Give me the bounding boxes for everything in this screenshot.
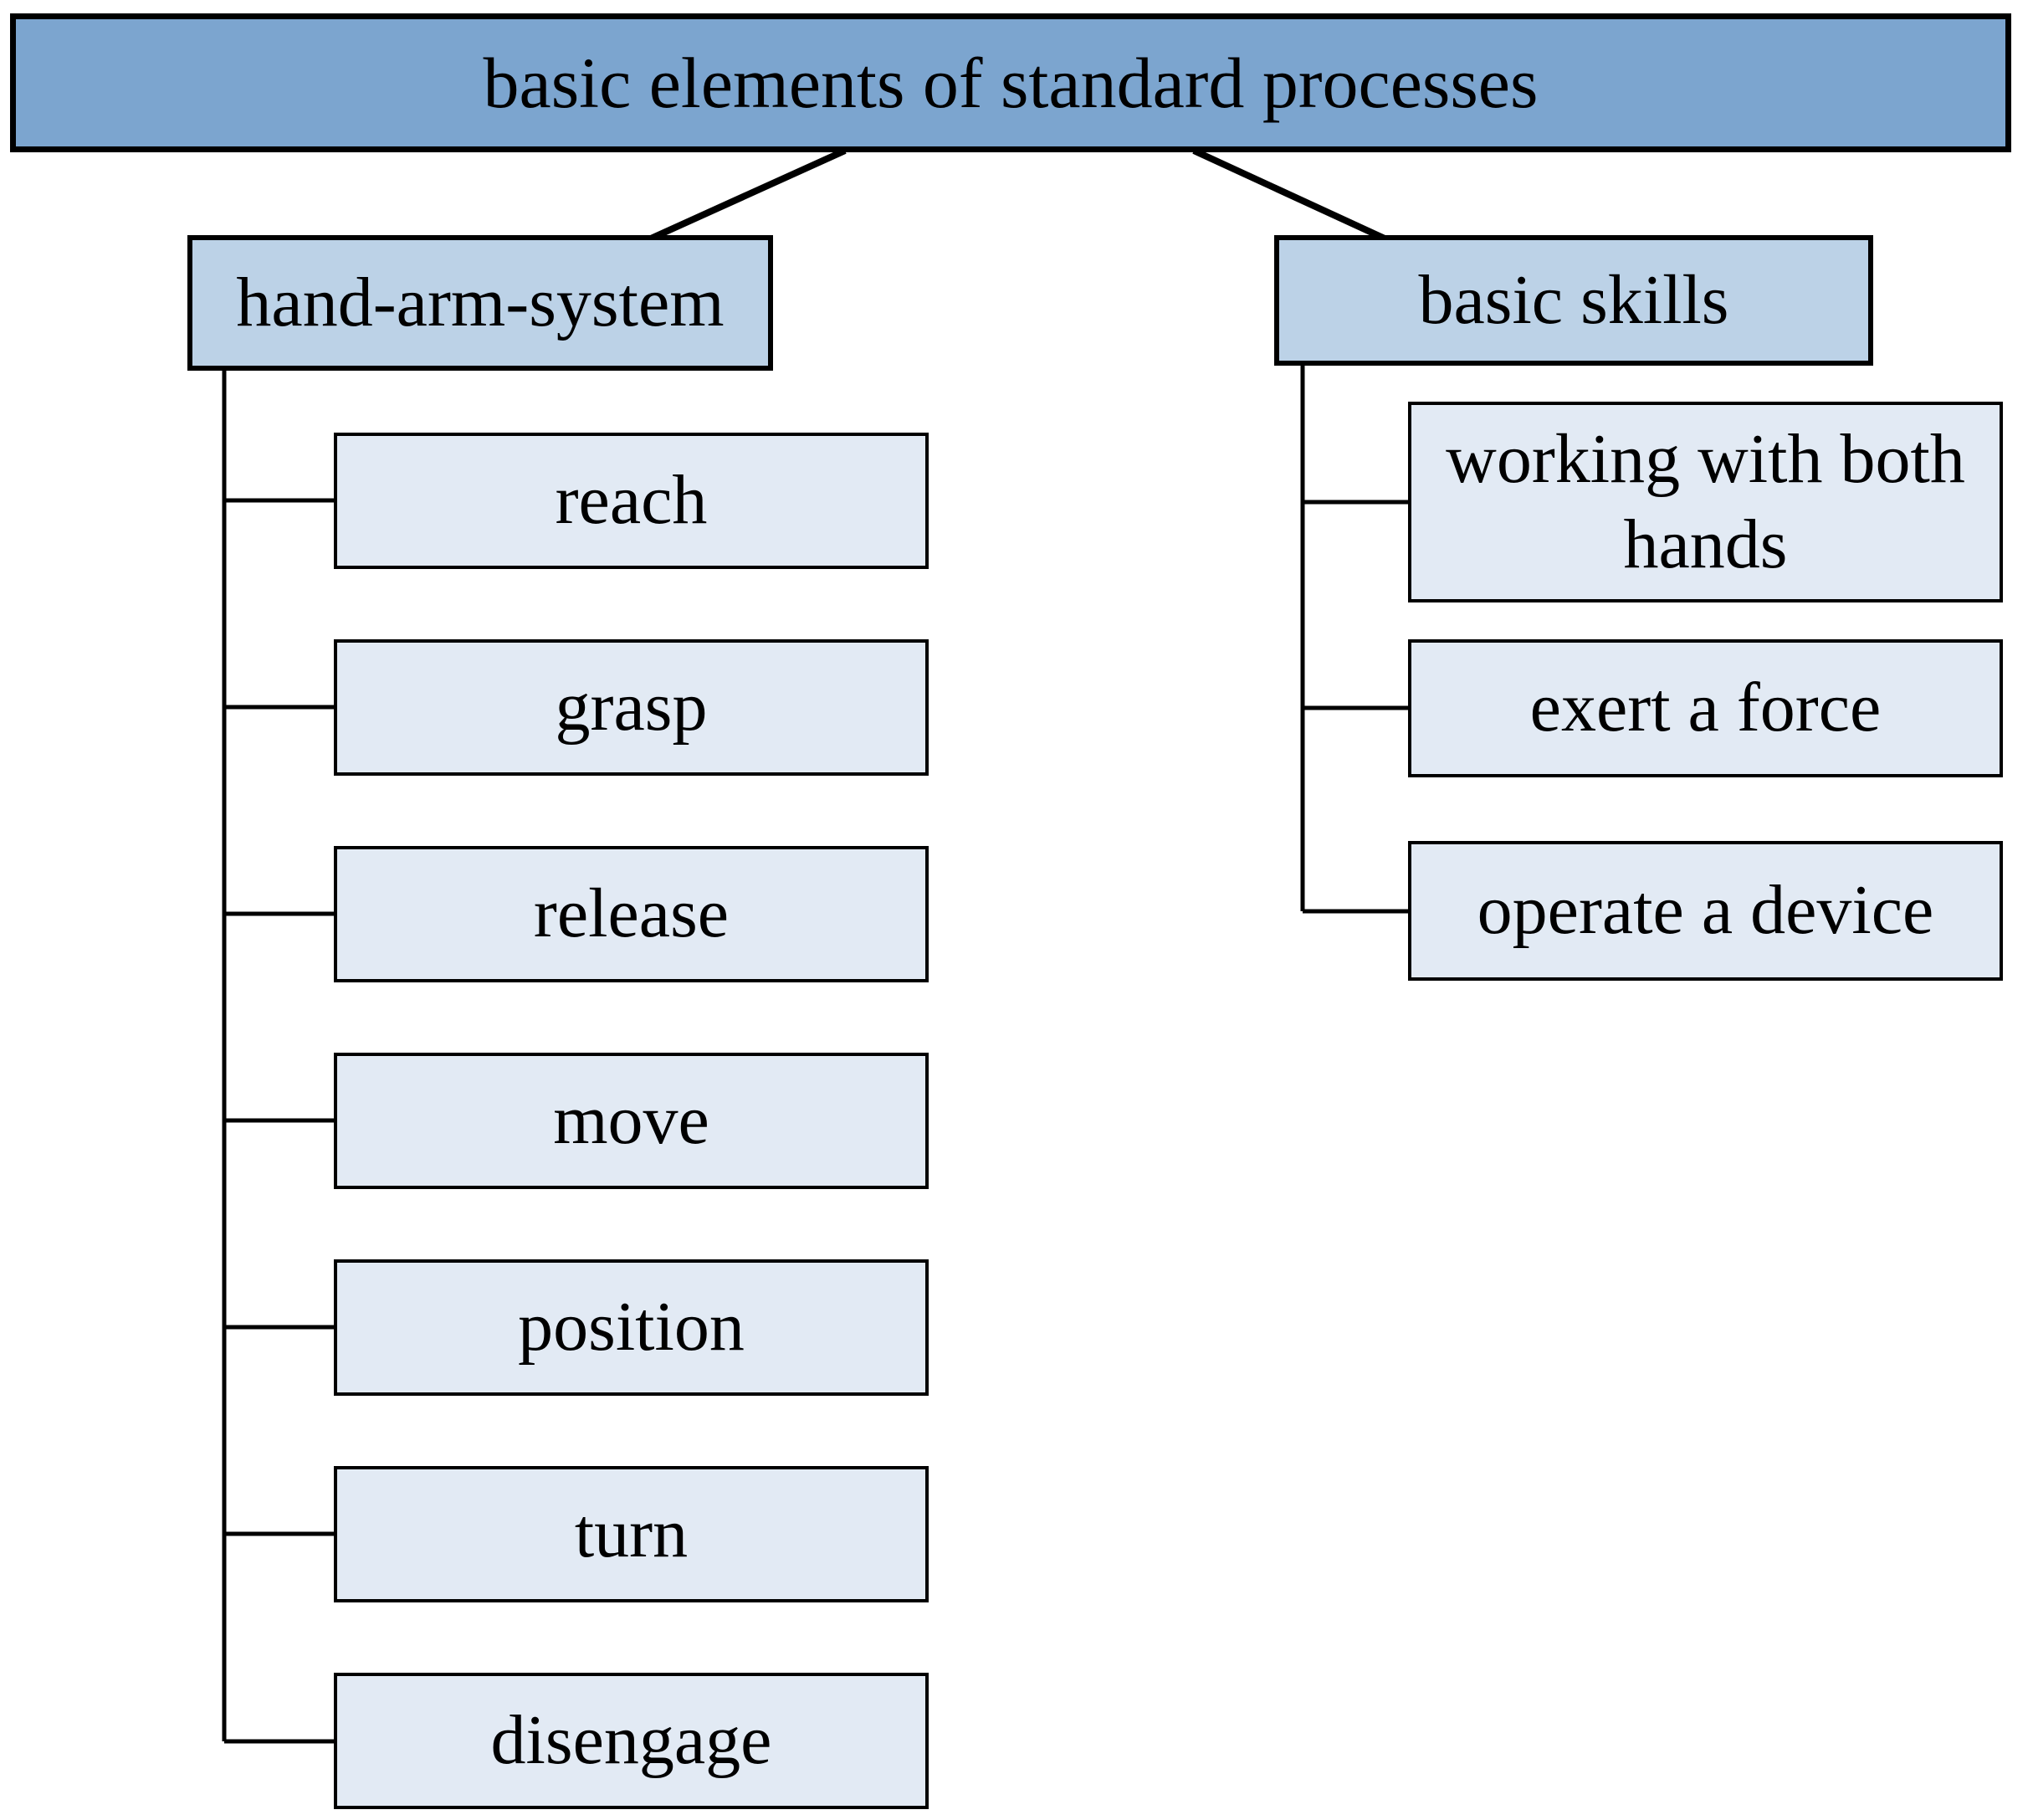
- node-grasp-label: grasp: [555, 668, 708, 746]
- node-operate-a-device-label: operate a device: [1477, 871, 1934, 950]
- node-move-label: move: [553, 1081, 709, 1160]
- node-hand-arm-system-label: hand-arm-system: [236, 263, 725, 341]
- node-hand-arm-system: hand-arm-system: [187, 235, 773, 371]
- node-grasp: grasp: [334, 639, 929, 776]
- node-move: move: [334, 1053, 929, 1189]
- edge-root-to-basic-skills: [1192, 147, 1386, 242]
- node-basic-skills: basic skills: [1274, 235, 1873, 366]
- node-turn-label: turn: [574, 1494, 689, 1573]
- node-disengage: disengage: [334, 1673, 929, 1809]
- edge-root-to-hand-arm-system: [649, 147, 847, 242]
- node-root-label: basic elements of standard processes: [483, 42, 1539, 123]
- node-working-with-both-hands-label: working with both hands: [1446, 419, 1965, 583]
- node-root: basic elements of standard processes: [10, 13, 2011, 152]
- node-basic-skills-label: basic skills: [1418, 260, 1729, 339]
- node-reach: reach: [334, 433, 929, 569]
- node-position-label: position: [518, 1288, 745, 1366]
- node-exert-a-force: exert a force: [1408, 639, 2003, 777]
- node-release: release: [334, 846, 929, 982]
- node-disengage-label: disengage: [490, 1701, 772, 1780]
- node-position: position: [334, 1259, 929, 1396]
- node-working-with-both-hands: working with both hands: [1408, 402, 2003, 602]
- node-reach-label: reach: [555, 461, 708, 540]
- node-exert-a-force-label: exert a force: [1529, 669, 1882, 747]
- node-release-label: release: [533, 874, 730, 953]
- node-turn: turn: [334, 1466, 929, 1602]
- node-operate-a-device: operate a device: [1408, 841, 2003, 981]
